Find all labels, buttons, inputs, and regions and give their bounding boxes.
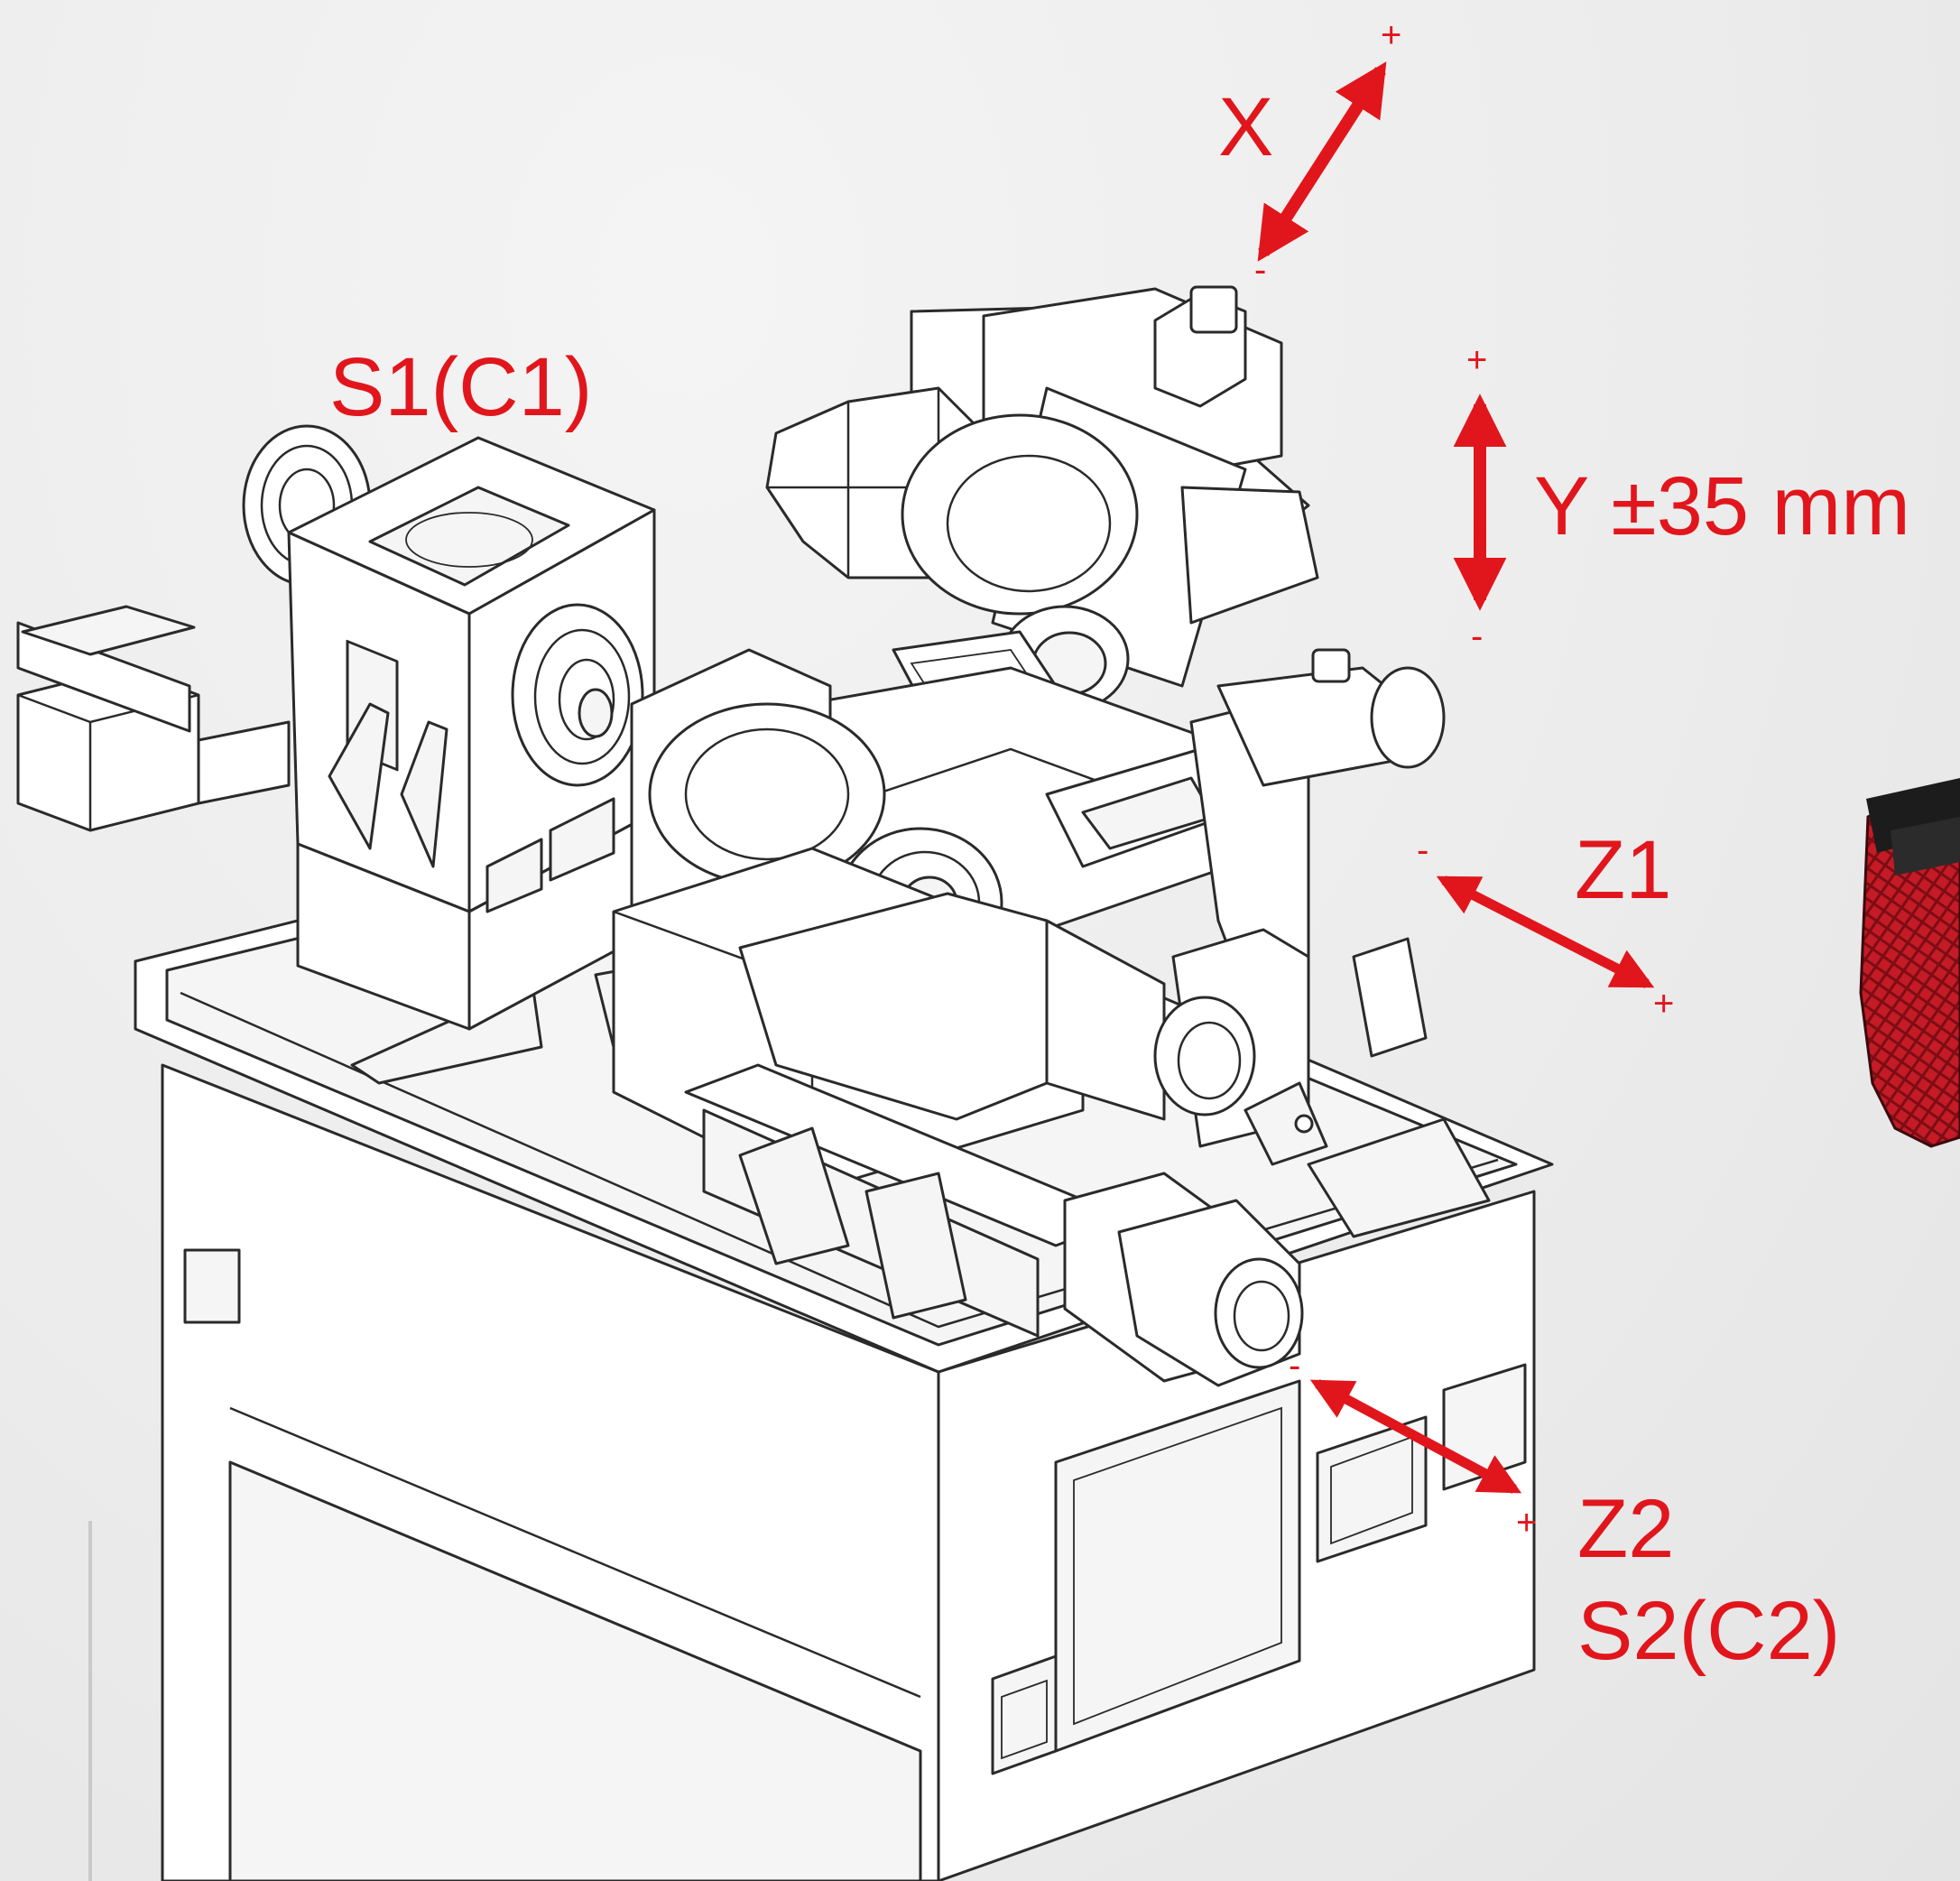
x-axis-arrow bbox=[1257, 61, 1387, 262]
lathe-machine-drawing bbox=[16, 285, 1554, 1881]
z2-minus-sign: - bbox=[1289, 1346, 1300, 1385]
z2-axis-label: Z2 bbox=[1577, 1483, 1674, 1575]
z1-servo-motor bbox=[16, 605, 291, 832]
z2-axis-arrow bbox=[1309, 1379, 1522, 1494]
z1-axis-arrow bbox=[1436, 876, 1655, 988]
red-motor-partial bbox=[1859, 778, 1960, 1148]
sub-spindle-assembly bbox=[612, 847, 1491, 1387]
axis-arrows bbox=[1257, 61, 1655, 1494]
x-plus-sign: + bbox=[1381, 15, 1401, 55]
spindle1-label: S1(C1) bbox=[329, 341, 592, 433]
main-spindle-head bbox=[242, 424, 656, 1031]
z1-axis-label: Z1 bbox=[1575, 824, 1671, 916]
z1-plus-sign: + bbox=[1653, 984, 1674, 1024]
y-axis-label: Y ±35 mm bbox=[1534, 460, 1910, 552]
spindle2-label: S2(C2) bbox=[1577, 1585, 1840, 1677]
x-axis-label: X bbox=[1218, 81, 1273, 173]
x-minus-sign: - bbox=[1254, 250, 1266, 290]
z2-plus-sign: + bbox=[1516, 1503, 1537, 1543]
y-minus-sign: - bbox=[1471, 616, 1483, 656]
axis-labels: S1(C1) X Y ±35 mm Z1 Z2 S2(C2) bbox=[329, 81, 1910, 1677]
axis-signs: + - + - - + - + bbox=[1254, 15, 1674, 1543]
z1-minus-sign: - bbox=[1417, 830, 1428, 870]
y-plus-sign: + bbox=[1466, 340, 1487, 380]
bolt-fitting bbox=[1294, 1114, 1314, 1134]
